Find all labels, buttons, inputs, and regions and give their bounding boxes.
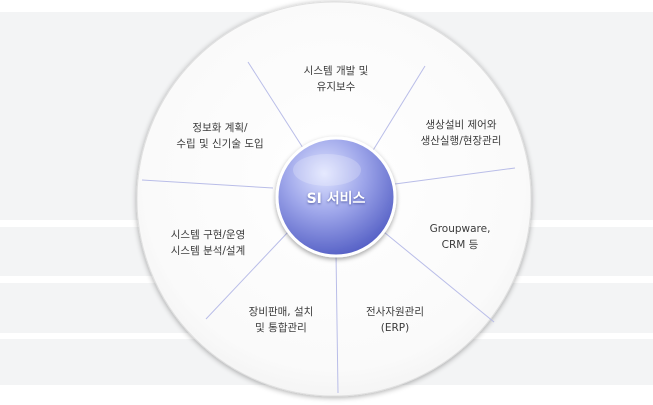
divider-lines [141,61,516,394]
segment-line2: 수립 및 신기술 도입 [176,138,264,150]
segment-line2: (ERP) [380,322,410,334]
segment-system-development: 시스템 개발 및 유지보수 [276,63,396,95]
center-hub [275,136,397,258]
segment-line2: 유지보수 [316,81,356,93]
divider-line [205,230,290,320]
segment-equipment-sales: 장비판매, 설치 및 통합관리 [226,304,336,336]
divider-line [335,252,339,394]
segment-it-planning: 정보화 계획/ 수립 및 신기술 도입 [150,120,290,152]
segment-production-control: 생상설비 제어와 생산실행/현장관리 [396,117,526,149]
segment-system-implementation: 시스템 구현/운영 시스템 분석/설계 [148,227,268,259]
hub-highlight [293,154,361,186]
segment-line1: 시스템 개발 및 [303,65,369,77]
segment-groupware-crm: Groupware, CRM 등 [405,221,515,253]
segment-line1: 시스템 구현/운영 [170,229,246,241]
segment-line2: CRM 등 [441,239,479,251]
segment-line1: 전사자원관리 [366,306,424,318]
segment-line2: 시스템 분석/설계 [170,245,246,257]
segment-line1: 장비판매, 설치 [248,306,314,318]
segment-line1: Groupware, [429,223,491,235]
segment-line1: 생상설비 제어와 [425,119,497,131]
segment-line2: 및 통합관리 [255,322,307,334]
segment-erp: 전사자원관리 (ERP) [340,304,450,336]
divider-line [394,167,516,185]
divider-line [247,61,304,149]
divider-line [378,227,495,323]
segment-line1: 정보화 계획/ [192,122,248,134]
center-label: SI 서비스 [306,191,366,207]
divider-line [141,179,274,189]
divider-line [371,65,426,153]
segment-line2: 생산실행/현장관리 [420,135,502,147]
